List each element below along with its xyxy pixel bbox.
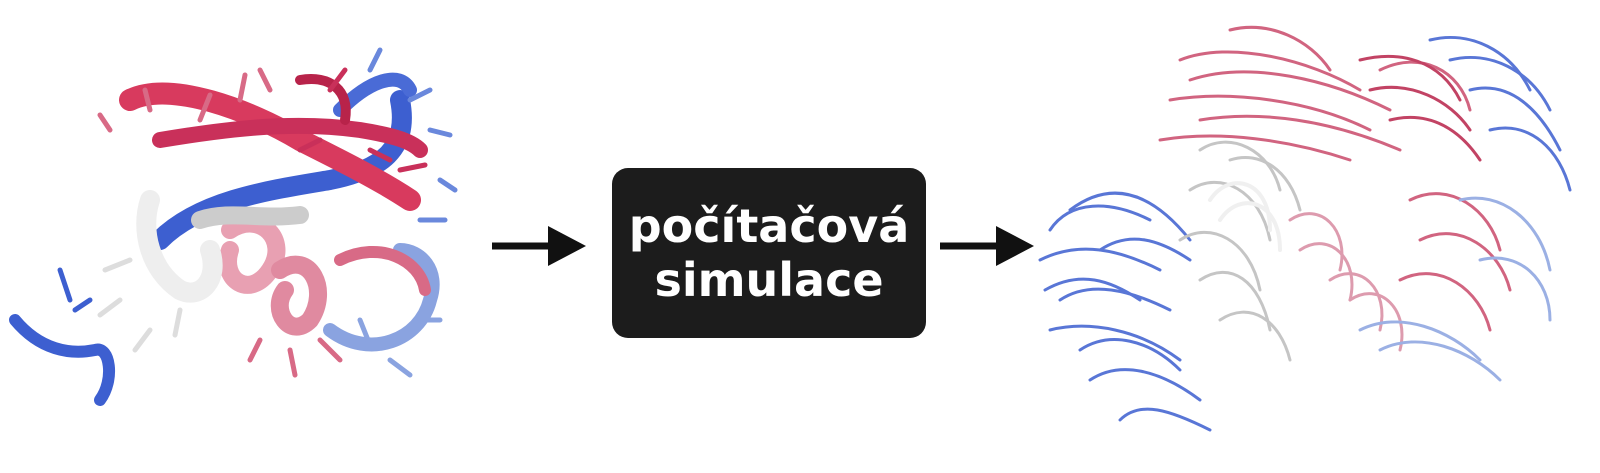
arrow-right-icon xyxy=(940,226,1034,266)
process-label-line2: simulace xyxy=(654,253,884,307)
protein-structure-image xyxy=(9,47,458,406)
arrow-right-icon xyxy=(492,226,586,266)
computer-simulation-box: počítačová simulace xyxy=(612,168,926,338)
protein-ensemble-image xyxy=(1038,25,1572,432)
process-label-line1: počítačová xyxy=(628,199,910,253)
